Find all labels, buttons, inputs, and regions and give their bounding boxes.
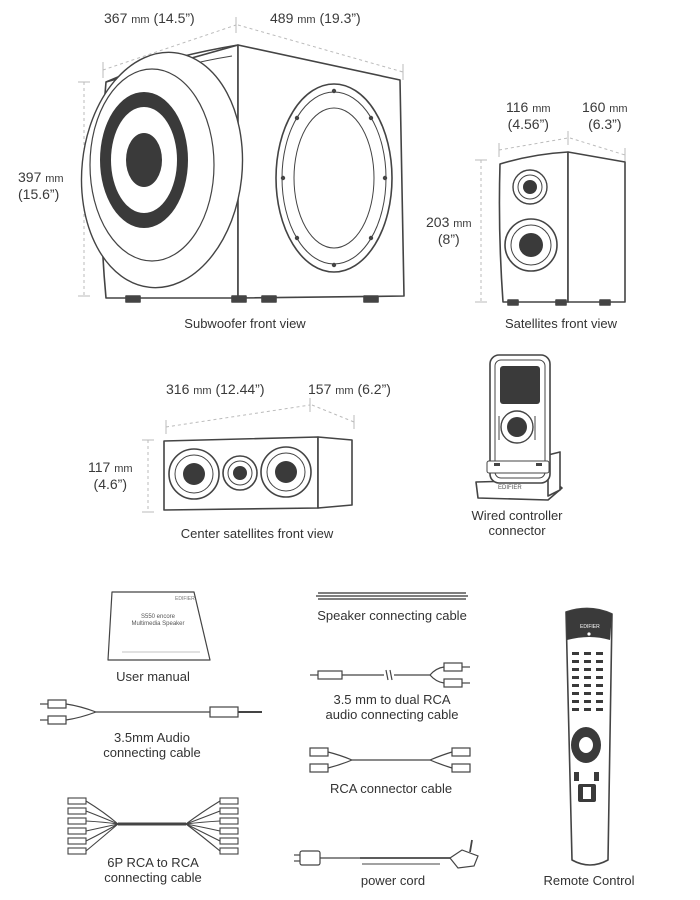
- caption-center: Center satellites front view: [180, 526, 334, 541]
- rca35-drawing: [310, 662, 470, 688]
- dim-center-height: 117 mm (4.6”): [88, 459, 133, 492]
- controller-drawing: [475, 354, 563, 501]
- dim-sub-height: 397 mm (15.6”): [18, 169, 64, 202]
- caption-remote: Remote Control: [543, 873, 635, 888]
- remote-brand: EDIFIER: [580, 624, 600, 630]
- satellite-drawing: [475, 131, 626, 306]
- dim-sub-width: 367 mm (14.5”): [104, 10, 195, 27]
- dim-center-depth: 157 mm (6.2”): [308, 381, 391, 398]
- subwoofer-drawing: [78, 17, 405, 303]
- rca6p-drawing: [67, 797, 239, 855]
- caption-rca-cable: RCA connector cable: [329, 781, 453, 796]
- manual-drawing: [107, 591, 211, 661]
- caption-speaker-cable: Speaker connecting cable: [317, 608, 467, 623]
- manual-brand: EDIFIER: [175, 596, 195, 602]
- caption-power: power cord: [360, 873, 426, 888]
- controller-brand: EDIFIER: [498, 485, 522, 491]
- dim-sub-depth: 489 mm (19.3”): [270, 10, 361, 27]
- dim-sat-depth: 160 mm (6.3”): [582, 99, 628, 132]
- speaker-cable-drawing: [316, 592, 468, 600]
- dim-sat-width: 116 mm (4.56”): [506, 99, 551, 132]
- caption-subwoofer: Subwoofer front view: [184, 316, 306, 331]
- center-drawing: [142, 398, 355, 513]
- dim-center-width: 316 mm (12.44”): [166, 381, 265, 398]
- audio35-drawing: [40, 699, 262, 725]
- caption-satellites: Satellites front view: [505, 316, 617, 331]
- rca-cable-drawing: [309, 747, 471, 773]
- caption-manual: User manual: [116, 669, 190, 684]
- dim-sat-height: 203 mm (8”): [426, 214, 472, 247]
- remote-drawing: [565, 607, 613, 866]
- power-cord-drawing: [294, 839, 479, 869]
